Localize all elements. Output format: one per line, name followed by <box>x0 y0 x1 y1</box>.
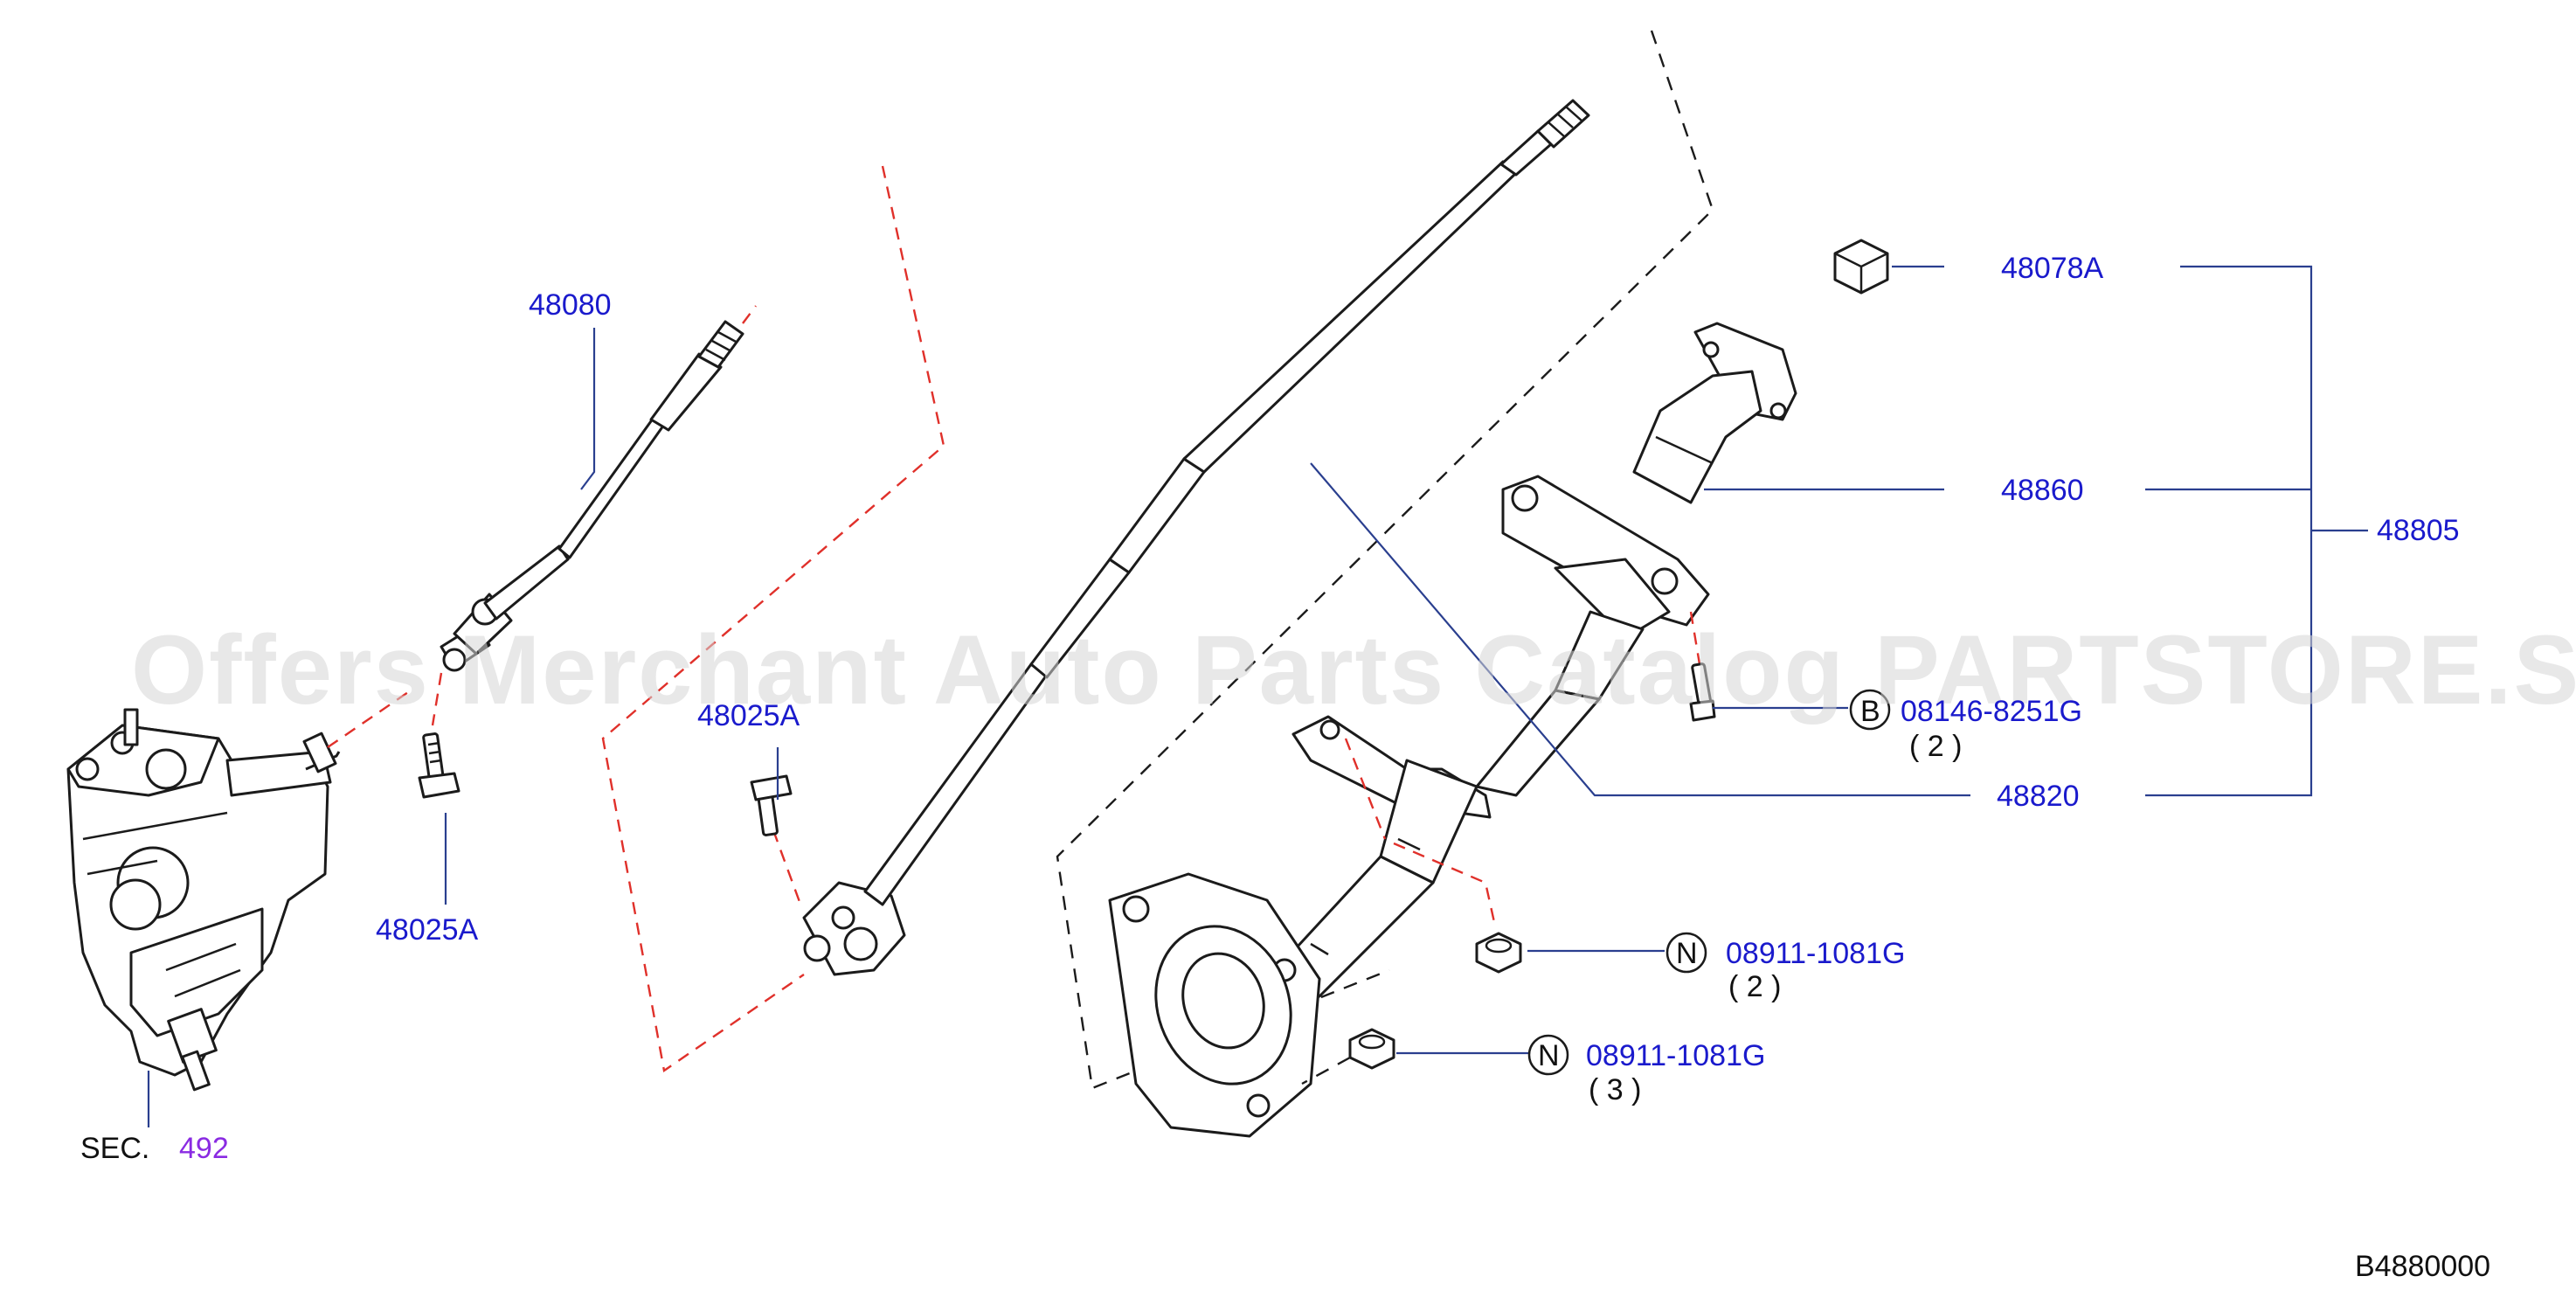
badge-n2-circle <box>1527 1034 1569 1076</box>
nut-48078a <box>1833 239 1889 295</box>
section-prefix: SEC. <box>80 1132 149 1165</box>
label-48025a-center: 48025A <box>697 699 800 732</box>
diagram-code: B4880000 <box>2355 1250 2490 1283</box>
qty-08911-1081g-1: ( 2 ) <box>1728 970 1781 1003</box>
column-flange <box>1108 872 1321 1138</box>
bolt-left <box>418 672 460 799</box>
qty-08911-1081g-2: ( 3 ) <box>1589 1073 1641 1106</box>
leader-lines <box>147 265 2368 1127</box>
label-48860: 48860 <box>2001 474 2084 507</box>
qty-08146-8251g: ( 2 ) <box>1909 730 1962 763</box>
watermark: Offers Merchant Auto Parts Catalog PARTS… <box>131 615 2576 725</box>
badge-b-letter: B <box>1860 695 1880 728</box>
label-08911-1081g-2: 08911-1081G <box>1586 1039 1765 1072</box>
badge-n1-letter: N <box>1676 937 1698 970</box>
badge-n1-circle <box>1665 932 1707 974</box>
upper-steering-shaft <box>802 99 1590 976</box>
badge-n2-letter: N <box>1538 1039 1560 1072</box>
column-tube <box>1274 322 1797 998</box>
label-48805: 48805 <box>2377 514 2460 547</box>
badge-b-circle <box>1849 689 1891 731</box>
label-48820: 48820 <box>1997 780 2080 813</box>
bolt-b <box>1689 662 1716 722</box>
label-08911-1081g-1: 08911-1081G <box>1726 937 1905 970</box>
lower-steering-shaft <box>440 320 744 672</box>
steering-gear-box <box>66 708 341 1092</box>
label-08146-8251g: 08146-8251G <box>1901 695 2082 728</box>
label-48078a: 48078A <box>2001 252 2104 285</box>
nut-n2 <box>1348 1028 1395 1070</box>
label-48025a-left: 48025A <box>376 913 479 947</box>
bolt-center <box>750 774 804 910</box>
section-link-492[interactable]: 492 <box>179 1132 229 1165</box>
label-48080: 48080 <box>529 288 612 322</box>
nut-n1 <box>1475 932 1522 974</box>
